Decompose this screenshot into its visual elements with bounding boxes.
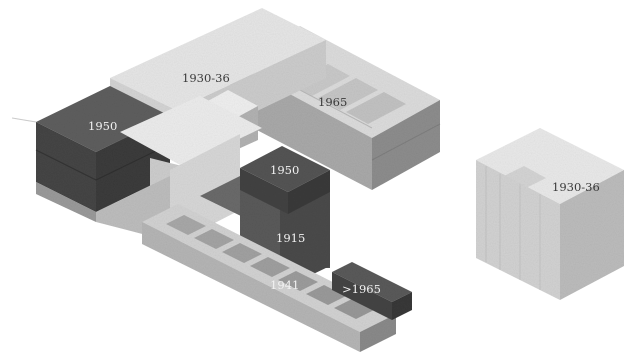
label-1950-left: 1950 — [88, 119, 117, 133]
label-1941: 1941 — [270, 278, 299, 292]
label-1965: 1965 — [318, 95, 347, 109]
block-1930-36-right — [476, 128, 624, 300]
label-1950-center: 1950 — [270, 163, 299, 177]
label-1930-36-right: 1930-36 — [552, 180, 600, 194]
label-1915: 1915 — [276, 231, 305, 245]
label-post1965: >1965 — [342, 282, 381, 296]
label-1930-36-main: 1930-36 — [182, 71, 230, 85]
